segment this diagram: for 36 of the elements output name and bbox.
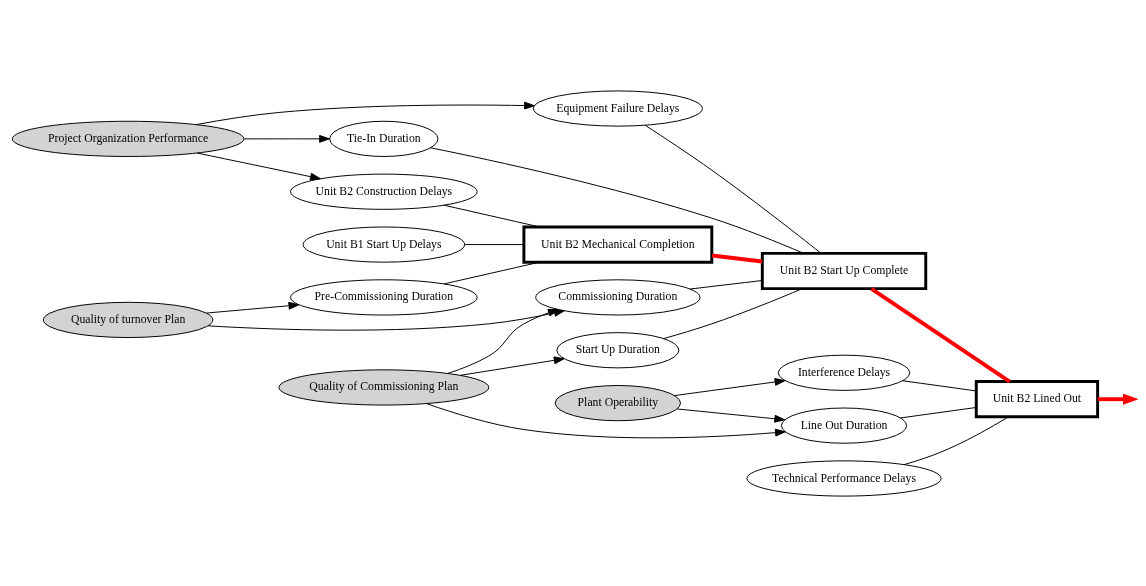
node-box: Unit B2 Start Up Complete xyxy=(760,251,928,290)
connector xyxy=(903,416,1009,465)
connector xyxy=(870,286,1011,383)
arrow xyxy=(195,101,535,125)
node-box: Unit B2 Mechanical Completion xyxy=(522,225,714,264)
connector xyxy=(900,406,977,418)
arrow xyxy=(243,134,330,143)
connector xyxy=(443,261,540,284)
node-ellipse: Equipment Failure Delays xyxy=(532,89,703,127)
connector xyxy=(902,379,977,391)
node-ellipse: Unit B1 Start Up Delays xyxy=(302,225,466,263)
arrow xyxy=(674,377,786,396)
node-ellipse: Quality of Commissioning Plan xyxy=(278,368,490,406)
connector xyxy=(663,287,803,339)
arrow xyxy=(676,407,786,423)
node-ellipse: Interference Delays xyxy=(777,354,911,391)
arrow xyxy=(426,402,786,438)
arrow xyxy=(206,301,300,314)
arrow xyxy=(1097,393,1138,405)
arrow xyxy=(460,355,565,376)
node-ellipse: Line Out Duration xyxy=(780,407,908,444)
node-ellipse: Tie-In Duration xyxy=(329,120,439,157)
connector xyxy=(430,146,804,254)
node-ellipse: Project Organization Performance xyxy=(11,120,245,157)
connector xyxy=(689,279,763,289)
node-ellipse: Plant Operability xyxy=(554,384,681,421)
connector xyxy=(464,243,525,245)
node-box: Unit B2 Lined Out xyxy=(974,379,1100,418)
arrow xyxy=(447,308,559,374)
node-ellipse: Quality of turnover Plan xyxy=(42,301,214,338)
node-ellipse: Start Up Duration xyxy=(556,331,680,368)
node-ellipse: Technical Performance Delays xyxy=(746,459,942,497)
connector xyxy=(443,204,540,227)
connector xyxy=(644,124,822,253)
connector xyxy=(711,253,763,263)
arrow xyxy=(196,152,321,181)
